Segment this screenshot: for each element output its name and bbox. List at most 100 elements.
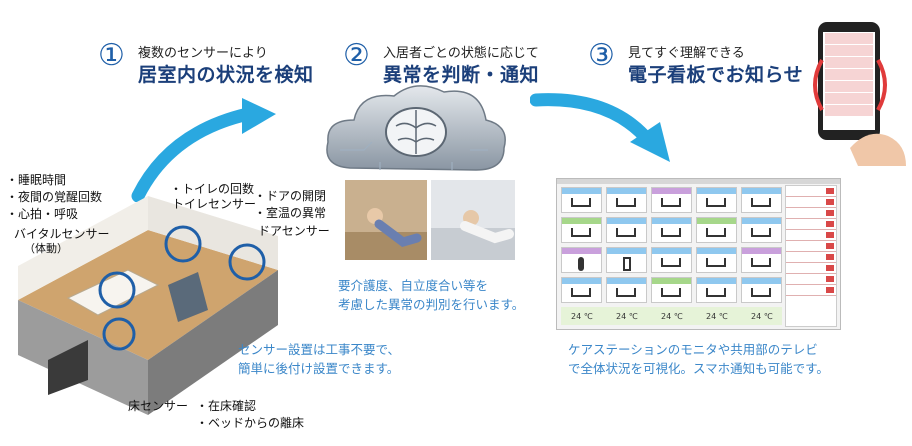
bed-icon <box>616 288 636 297</box>
alert-icon <box>826 210 834 216</box>
alert-row <box>786 186 836 197</box>
dashboard-header <box>557 179 840 184</box>
walking-person-icon <box>578 257 584 271</box>
hand-icon <box>850 133 906 166</box>
bed-icon <box>751 288 771 297</box>
fall-detection-photos <box>345 180 515 260</box>
bed-icon <box>661 228 681 237</box>
alert-row <box>786 197 836 208</box>
bed-icon <box>661 198 681 207</box>
temperature-value: 24 ℃ <box>751 312 773 321</box>
bed-icon <box>571 198 591 207</box>
smartphone-screen <box>823 32 875 130</box>
room-tile <box>606 217 647 243</box>
room-tile <box>696 247 737 273</box>
floor-bullet: ・在床確認 <box>196 399 257 413</box>
alert-icon <box>826 232 834 238</box>
step-2-title: 異常を判断・通知 <box>383 64 540 86</box>
vital-bullet: ・夜間の覚醒回数 <box>6 190 103 204</box>
alert-row <box>786 219 836 230</box>
flow-arrow-1-icon <box>131 98 276 202</box>
step-1-title: 居室内の状況を検知 <box>138 64 314 86</box>
judgment-note: 要介護度、自立度合い等を 考慮した異常の判別を行います。 <box>338 276 524 314</box>
bed-icon <box>661 288 681 297</box>
room-tile <box>606 187 647 213</box>
alert-icon <box>826 188 834 194</box>
room-tile <box>741 277 782 303</box>
bed-icon <box>706 288 726 297</box>
alert-icon <box>826 243 834 249</box>
bed-icon <box>751 258 771 267</box>
step-1-number: ① <box>98 38 125 73</box>
bed-icon <box>616 198 636 207</box>
floor-sensor-marker-icon <box>102 317 136 351</box>
door-sensor-bullets: ・ドアの開閉 ・室温の異常 <box>254 188 326 222</box>
install-note-line: センサー設置は工事不要で、 <box>238 342 401 357</box>
phone-row <box>825 93 873 104</box>
phone-row <box>825 33 873 44</box>
room-tile <box>561 277 602 303</box>
vital-sensor-label: バイタルセンサー <box>14 227 110 241</box>
bed-icon <box>706 198 726 207</box>
alert-icon <box>826 199 834 205</box>
alert-icon <box>826 276 834 282</box>
room-tile <box>696 217 737 243</box>
vital-sensor-marker-icon <box>98 271 136 309</box>
judgment-note-line: 要介護度、自立度合い等を <box>338 278 489 293</box>
door-open-icon <box>623 257 631 271</box>
phone-row <box>825 105 873 116</box>
alert-icon <box>826 254 834 260</box>
alert-row <box>786 285 836 296</box>
door-bullet: ・ドアの開閉 <box>254 189 327 203</box>
bed-icon <box>571 228 591 237</box>
room-tile <box>561 217 602 243</box>
toilet-sensor-marker-icon <box>164 225 202 263</box>
alert-row <box>786 252 836 263</box>
room-tile <box>606 277 647 303</box>
ai-cloud-brain-icon <box>326 85 506 171</box>
phone-row <box>825 69 873 80</box>
judgment-note-line: 考慮した異常の判別を行います。 <box>338 297 525 312</box>
bed-icon <box>751 228 771 237</box>
bed-icon <box>571 288 591 297</box>
temperature-row <box>561 307 782 325</box>
alert-row <box>786 274 836 285</box>
room-tile <box>651 187 692 213</box>
floor-sensor-bullets: ・在床確認 ・ベッドからの離床 <box>196 398 304 432</box>
alert-icon <box>826 265 834 271</box>
notification-waves-icon <box>813 59 887 111</box>
phone-row <box>825 45 873 56</box>
step-2-subtitle: 入居者ごとの状態に応じて <box>383 46 539 61</box>
bed-icon <box>661 258 681 267</box>
bed-icon <box>706 228 726 237</box>
install-note: センサー設置は工事不要で、 簡単に後付け設置できます。 <box>238 340 400 378</box>
room-tile <box>651 247 692 273</box>
step-3-title: 電子看板でお知らせ <box>628 64 804 86</box>
dashboard-monitor: 24 ℃ 24 ℃ 24 ℃ 24 ℃ 24 ℃ <box>556 178 841 330</box>
temperature-value: 24 ℃ <box>571 312 593 321</box>
visualization-note: ケアステーションのモニタや共用部のテレビ で全体状況を可視化。スマホ通知も可能で… <box>568 340 829 378</box>
toilet-sensor-label: トイレセンサー <box>172 197 257 211</box>
door-bullet: ・室温の異常 <box>254 206 327 220</box>
flow-arrow-2-icon <box>530 93 670 162</box>
room-tile <box>696 187 737 213</box>
bed-icon <box>751 198 771 207</box>
room-illustration <box>18 196 278 415</box>
visualization-note-line: ケアステーションのモニタや共用部のテレビ <box>568 342 818 357</box>
room-tile <box>606 247 647 273</box>
room-tile <box>741 217 782 243</box>
vital-sensor-bullets: ・睡眠時間 ・夜間の覚醒回数 ・心拍・呼吸 <box>6 172 102 223</box>
alert-row <box>786 241 836 252</box>
temperature-value: 24 ℃ <box>706 312 728 321</box>
floor-sensor-label: 床センサー <box>128 399 189 413</box>
vital-sensor-label-sub: （体動） <box>24 242 68 255</box>
step-3-subtitle: 見てすぐ理解できる <box>628 46 745 61</box>
temperature-value: 24 ℃ <box>661 312 683 321</box>
alert-list <box>785 185 837 327</box>
toilet-sensor-bullet: ・トイレの回数 <box>170 182 255 196</box>
phone-row <box>825 81 873 92</box>
vital-bullet: ・心拍・呼吸 <box>6 207 79 221</box>
bed-icon <box>706 258 726 267</box>
room-tile <box>651 217 692 243</box>
step-2-number: ② <box>343 38 370 73</box>
